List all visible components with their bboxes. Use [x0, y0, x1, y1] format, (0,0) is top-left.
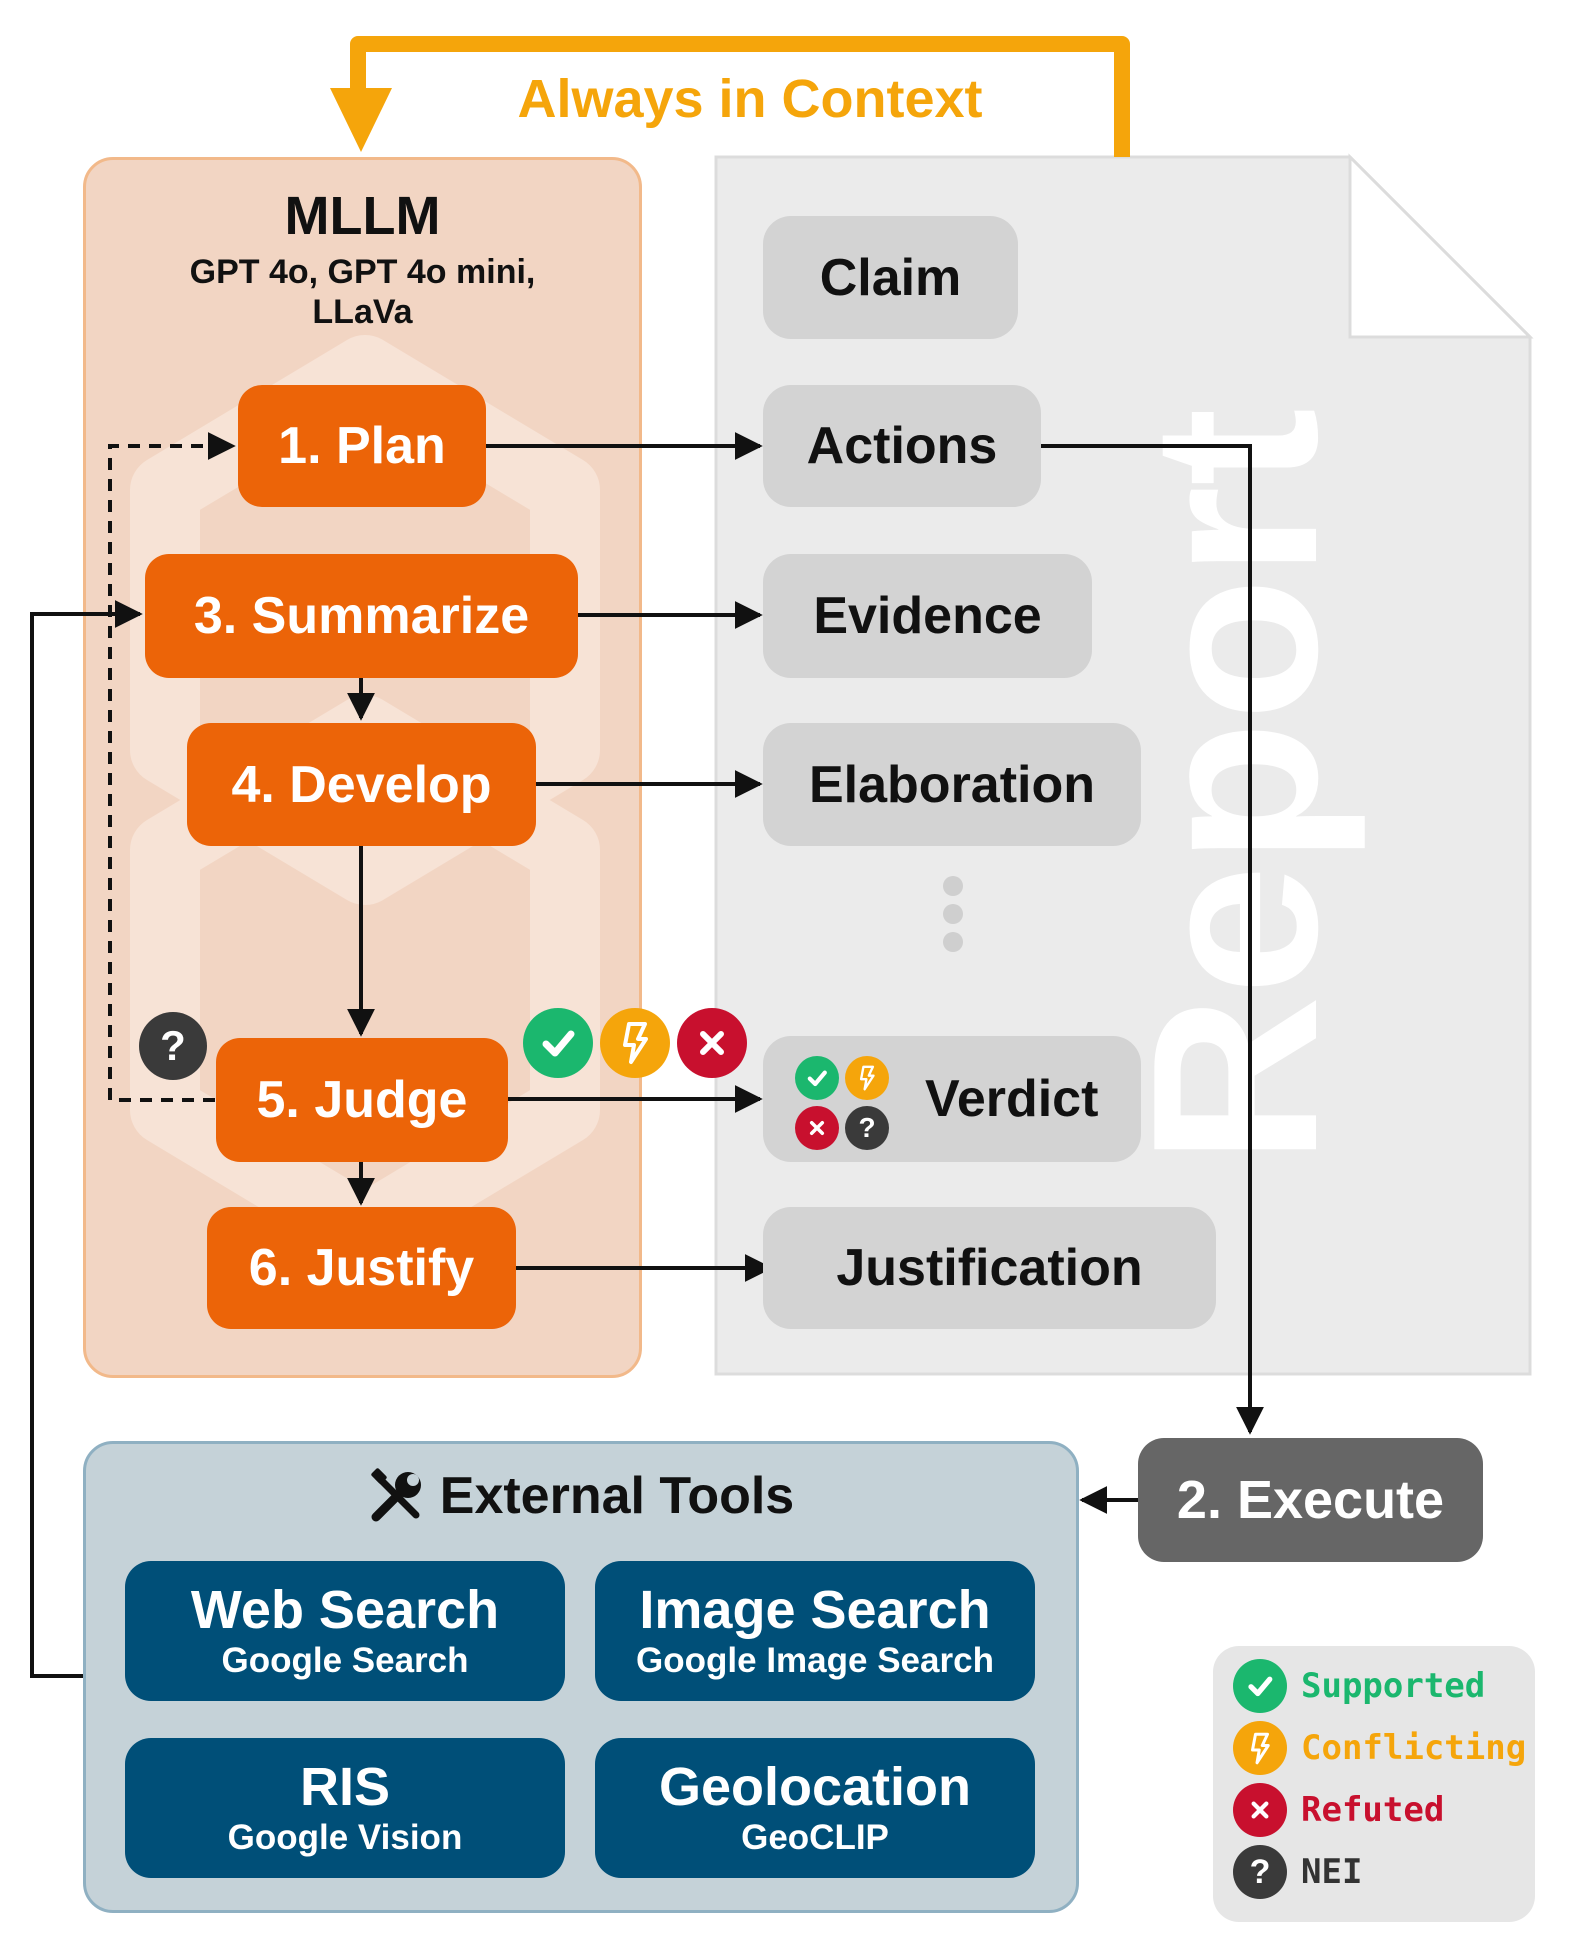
legend-conflicting: Conflicting — [1233, 1720, 1526, 1776]
tool-web-search: Web Search Google Search — [125, 1561, 565, 1701]
tool-name: Image Search — [639, 1580, 991, 1640]
lightning-icon — [623, 1022, 648, 1064]
verdict-legend: Supported Conflicting Refuted ? NEI — [1213, 1646, 1535, 1922]
report-claim: Claim — [763, 216, 1018, 339]
step-develop: 4. Develop — [187, 723, 536, 846]
actions-to-execute-arrow — [1040, 444, 1264, 1435]
report-justification: Justification — [763, 1207, 1216, 1329]
judge-nei-badge: ? — [139, 1012, 207, 1080]
continuation-dot — [943, 932, 963, 952]
question-icon: ? — [160, 1022, 186, 1069]
continuation-dot — [943, 876, 963, 896]
cross-icon — [795, 1106, 839, 1150]
step-execute: 2. Execute — [1138, 1438, 1483, 1562]
verdict-icon-grid: ? — [795, 1044, 905, 1154]
step-judge: 5. Judge — [216, 1038, 508, 1162]
tool-geolocation: Geolocation GeoCLIP — [595, 1738, 1035, 1878]
tool-image-search: Image Search Google Image Search — [595, 1561, 1035, 1701]
tool-provider: GeoCLIP — [741, 1818, 889, 1857]
tool-name: Geolocation — [658, 1757, 972, 1817]
lightning-icon — [1233, 1721, 1287, 1775]
verdict-option-conflicting — [600, 1008, 670, 1078]
cross-icon — [700, 1031, 724, 1055]
report-evidence: Evidence — [763, 554, 1092, 678]
legend-supported-label: Supported — [1301, 1666, 1486, 1706]
external-tools-header: External Tools — [83, 1466, 1079, 1526]
verdict-option-supported — [523, 1008, 593, 1078]
legend-nei: ? NEI — [1233, 1844, 1362, 1900]
question-icon: ? — [845, 1106, 889, 1150]
mllm-models: GPT 4o, GPT 4o mini, LLaVa — [83, 252, 642, 332]
question-icon: ? — [1233, 1845, 1287, 1899]
lightning-icon — [845, 1056, 889, 1100]
step-plan: 1. Plan — [238, 385, 486, 507]
report-dogear — [1348, 153, 1534, 339]
tools-to-summarize-arrow — [30, 600, 143, 1678]
cross-icon — [1233, 1783, 1287, 1837]
context-label: Always in Context — [517, 69, 983, 129]
legend-refuted: Refuted — [1233, 1782, 1444, 1838]
context-loop-line — [350, 36, 1130, 157]
continuation-dot — [943, 904, 963, 924]
mllm-models-line2: LLaVa — [312, 293, 413, 331]
legend-refuted-label: Refuted — [1301, 1790, 1445, 1830]
verdict-option-refuted — [677, 1008, 747, 1078]
mllm-title: MLLM — [284, 186, 441, 246]
tools-icon — [371, 1468, 421, 1522]
check-icon — [795, 1056, 839, 1100]
legend-conflicting-label: Conflicting — [1301, 1728, 1527, 1768]
check-icon — [1233, 1659, 1287, 1713]
context-loop-arrowhead — [330, 88, 392, 152]
tool-name: Web Search — [190, 1580, 500, 1640]
step-summarize: 3. Summarize — [145, 554, 578, 678]
report-verdict-label: Verdict — [925, 1070, 1099, 1128]
mllm-models-line1: GPT 4o, GPT 4o mini, — [189, 253, 536, 291]
report-elaboration: Elaboration — [763, 723, 1141, 846]
tool-provider: Google Search — [221, 1641, 469, 1680]
external-tools-title: External Tools — [439, 1467, 795, 1525]
tool-provider: Google Image Search — [636, 1641, 994, 1680]
report-verdict: ? Verdict — [763, 1036, 1141, 1162]
step-justify: 6. Justify — [207, 1207, 516, 1329]
tool-name: RIS — [299, 1757, 391, 1817]
report-actions: Actions — [763, 385, 1041, 507]
legend-nei-label: NEI — [1301, 1852, 1363, 1892]
check-icon — [542, 1030, 575, 1057]
tool-ris: RIS Google Vision — [125, 1738, 565, 1878]
tool-provider: Google Vision — [227, 1818, 463, 1857]
retry-loop-arrow — [108, 432, 236, 1102]
legend-supported: Supported — [1233, 1658, 1485, 1714]
